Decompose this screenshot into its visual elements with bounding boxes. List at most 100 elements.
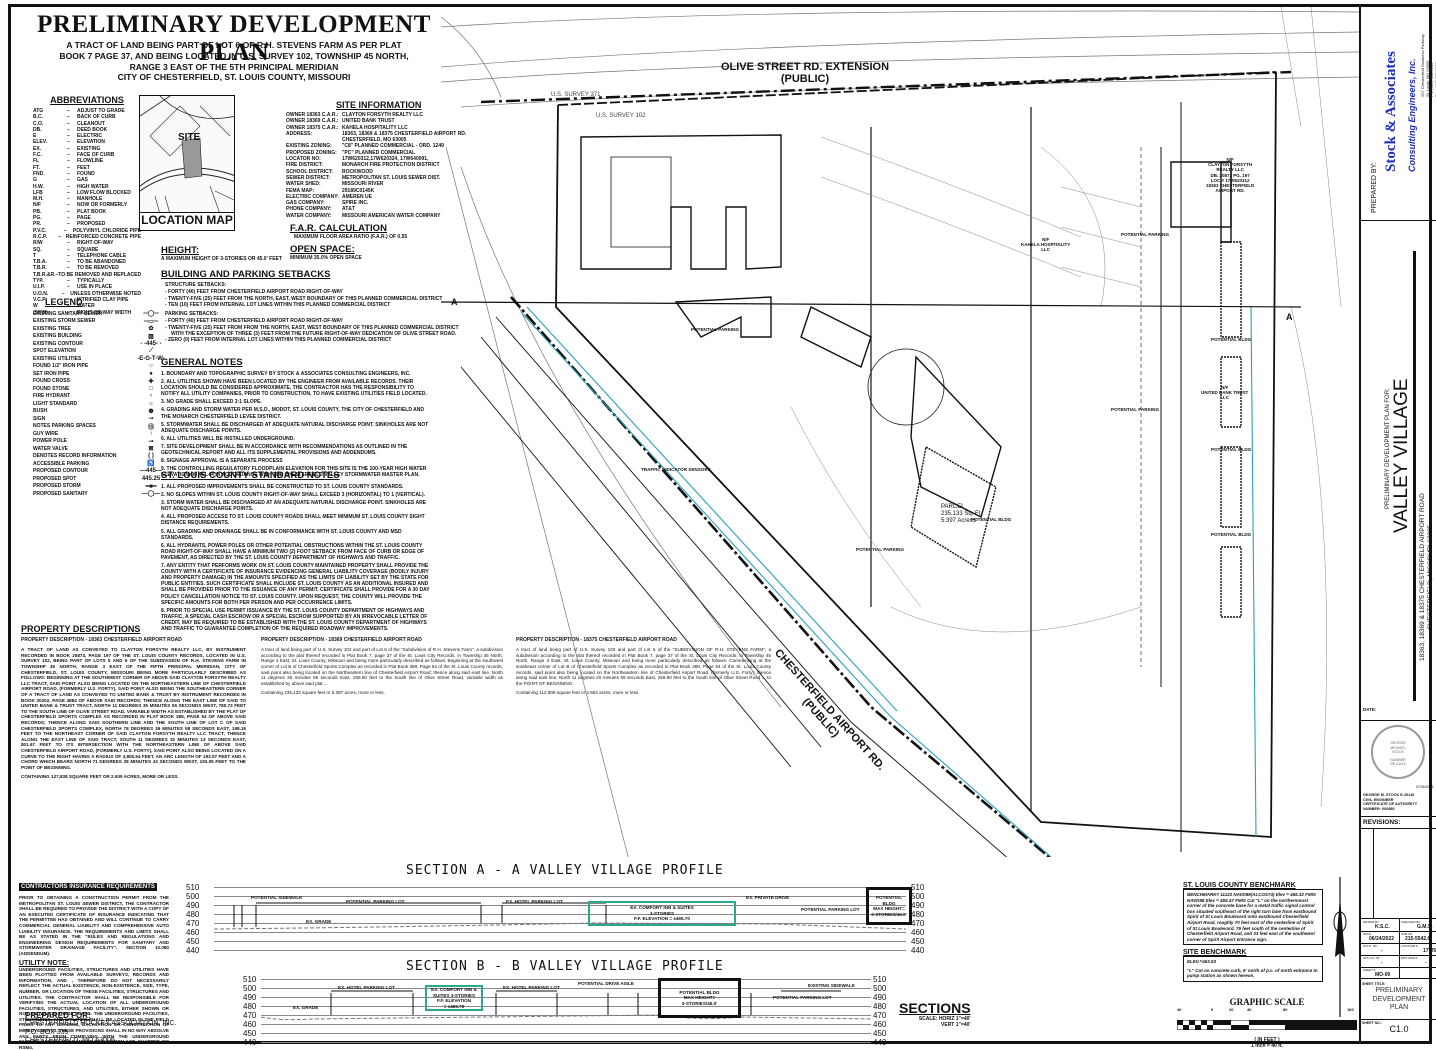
abbreviation-dash: –: [67, 259, 70, 266]
site-info-key: WATER SHED:: [286, 181, 321, 188]
abbreviation-key: R/W: [33, 240, 43, 247]
county-note: 1. ALL PROPOSED IMPROVEMENTS SHALL BE CO…: [161, 484, 404, 490]
site-info-value: 29189C0145K: [342, 187, 375, 194]
abbreviation-value: PLAT BOOK: [77, 208, 107, 215]
height-block: HEIGHT: A MAXIMUM HEIGHT OF 3-STORIES OR…: [161, 245, 282, 262]
legend-row: EXISTING CONTOUR- -445- -: [33, 340, 173, 348]
site-info-key: SEWER DISTRICT:: [286, 174, 330, 181]
abbreviation-row: W–WATER: [33, 303, 141, 309]
abbreviation-key: (50'W): [33, 309, 48, 316]
abbreviation-dash: –: [67, 108, 70, 114]
location-map-title: LOCATION MAP: [140, 212, 234, 230]
potential-bldg-box-b: POTENTIAL BLDG MAX HEIGHT= 3-STORIES/45.…: [658, 978, 741, 1018]
legend-symbol-icon: ✿: [148, 326, 154, 333]
legend-row: PROPOSED SANITARY—◯—: [33, 490, 173, 498]
legend-row: GUY WIRE ↑: [33, 430, 173, 438]
abbreviation-key: ELEV.: [33, 139, 47, 146]
abbreviation-value: EXISTING: [77, 145, 101, 152]
legend-symbol-icon: 445.25: [141, 475, 161, 482]
abbreviation-key: FND.: [33, 170, 45, 177]
abbreviation-key: T.B.R.: [33, 265, 47, 272]
site-info-value: KAHELA HOSPITALITY LLC: [342, 124, 408, 131]
revisions-header: REVISIONS:: [1361, 817, 1436, 829]
potential-parking-label: POTENTIAL PARKING: [856, 547, 905, 552]
abbreviation-value: WATER: [77, 303, 95, 310]
comfort-inn-box-a: EX. COMFORT INN & SUITES 3-STORIES F.F. …: [588, 901, 736, 926]
abbreviation-row: N/F–NOW OR FORMERLY: [33, 202, 141, 208]
legend-symbol-icon: ☼: [148, 400, 154, 407]
abbreviation-value: FEET: [77, 164, 90, 171]
abbreviation-value: TO BE REMOVED: [77, 265, 119, 272]
legend-symbol-icon: ▨: [148, 333, 154, 340]
abbreviation-key: P.V.C.: [33, 227, 47, 234]
legend-row: EXISTING TREE ✿: [33, 325, 173, 333]
legend-label: FOUND CROSS: [33, 378, 70, 385]
site-info-key: ADDRESS:: [286, 130, 313, 137]
legend-symbol-icon: ●: [149, 370, 153, 377]
abbreviation-row: H.W.–HIGH WATER: [33, 184, 141, 190]
county-note: 5. ALL GRADING AND DRAINAGE SHALL BE IN …: [161, 528, 402, 541]
abbreviation-row: PG.–PAGE: [33, 215, 141, 221]
potential-parking-label: POTENTIAL PARKING: [1111, 407, 1160, 412]
abbreviation-row: T.B.R.–TO BE REMOVED: [33, 265, 141, 271]
abbreviation-key: ATG: [33, 108, 44, 114]
legend-label: POWER POLE: [33, 438, 67, 445]
legend-row: SIGN⊸: [33, 415, 173, 423]
abbreviation-row: EX.–EXISTING: [33, 146, 141, 152]
site-info-key: LOCATOR NO:: [286, 156, 321, 163]
abbreviation-row: (50'W)–RIGHT-OF-WAY WIDTH: [33, 310, 141, 316]
site-info-key: SCHOOL DISTRICT:: [286, 168, 333, 175]
abbreviation-key: SQ.: [33, 246, 42, 253]
county-benchmark: ST. LOUIS COUNTY BENCHMARK BENCHMARK# 11…: [1183, 882, 1323, 946]
abbreviation-dash: –: [55, 271, 59, 278]
potential-bldg-label: POTENTIAL BLDG: [1211, 532, 1252, 537]
abbreviation-value: LOW FLOW BLOCKED: [77, 189, 131, 196]
legend-label: SIGN: [33, 415, 46, 422]
legend-label: EXISTING STORM SEWER: [33, 318, 96, 325]
legend-label: ACCESSIBLE PARKING: [33, 460, 90, 467]
abbreviation-value: ADJUST TO GRADE: [77, 108, 125, 114]
legend-row: ACCESSIBLE PARKING♿: [33, 460, 173, 468]
section-a-title: SECTION A - A VALLEY VILLAGE PROFILE: [406, 863, 724, 878]
county-note: 2. NO SLOPES WITHIN ST. LOUIS COUNTY RIG…: [161, 492, 426, 499]
abbreviation-row: FND.–FOUND: [33, 171, 141, 177]
site-info-key: FEMA MAP:: [286, 187, 315, 194]
county-notes-block: ST. LOUIS COUNTY STANDARD NOTES 1. ALL P…: [161, 470, 430, 632]
site-info-row: OWNER 18363 C.A.R.:CLAYTON FORSYTH REALT…: [286, 112, 466, 118]
section-b-grade: [261, 990, 873, 1021]
sections-legend: SECTIONS SCALE: HORIZ 1"=40' VERT 1"=40': [899, 1000, 971, 1029]
abbreviation-key: EX.: [33, 145, 42, 152]
legend-row: LIGHT STANDARD☼: [33, 400, 173, 408]
general-note: 2. ALL UTILITIES SHOWN HAVE BEEN LOCATED…: [161, 379, 427, 398]
abbreviation-key: PR.: [33, 221, 42, 228]
abbreviation-row: V.C.P.–VITRIFIED CLAY PIPE: [33, 297, 141, 303]
legend-label: GUY WIRE: [33, 430, 59, 437]
abbreviation-dash: –: [67, 139, 70, 146]
legend-row: FOUND 1/2" IRON PIPE○: [33, 363, 173, 371]
abbreviation-row: ATG – ADJUST TO GRADE: [33, 108, 141, 114]
property-description-18363: PROPERTY DESCRIPTION - 18363 CHESTERFIEL…: [21, 637, 246, 780]
abbreviation-value: VITRIFIED CLAY PIPE: [77, 296, 129, 303]
site-info-row: SCHOOL DISTRICT:ROCKWOOD: [286, 169, 466, 175]
abbreviation-value: FACE OF CURB: [77, 152, 115, 159]
site-info-row: ELECTRIC COMPANY:AMEREN UE: [286, 194, 466, 200]
legend-label: EXISTING TREE: [33, 325, 72, 332]
sheet-title-line: PRELIMINARY: [1375, 987, 1423, 994]
revisions-table: [1361, 829, 1436, 919]
abbreviation-value: SQUARE: [77, 246, 99, 253]
abbreviation-dash: –: [67, 309, 70, 316]
section-mark-a-east: A: [1286, 312, 1293, 322]
legend-symbol-icon: ↑: [149, 430, 153, 437]
potential-bldg-label: POTENTIAL BLDG: [1211, 337, 1252, 342]
abbreviation-value: MANHOLE: [77, 196, 103, 203]
legend-symbol-icon: —◯—: [141, 491, 161, 498]
legend-row: FOUND STONE□: [33, 385, 173, 393]
abbreviation-dash: –: [67, 278, 70, 285]
legend-symbol-icon: □: [149, 385, 153, 392]
property-description-18375: PROPERTY DESCRIPTION - 18375 CHESTERFIEL…: [516, 637, 771, 696]
abbreviation-key: FL: [33, 158, 40, 165]
site-info-value: METROPOLITAN ST. LOUIS SEWER DIST.: [342, 174, 441, 181]
abbreviation-dash: –: [67, 303, 70, 310]
